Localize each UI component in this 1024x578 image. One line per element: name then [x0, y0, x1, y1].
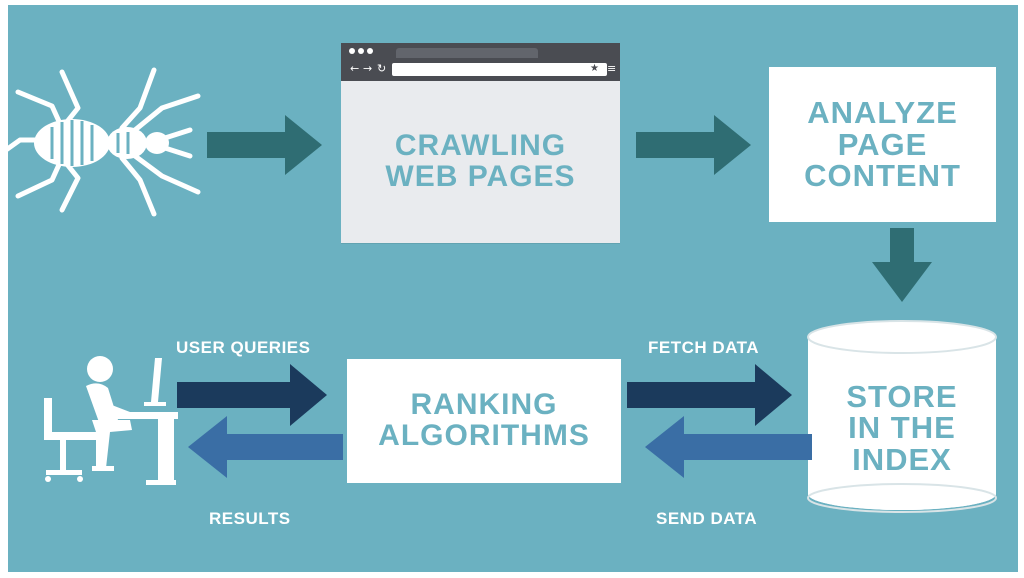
browser-chrome: ← → ↻ ★ ≡ [341, 43, 620, 81]
arrow-results [188, 416, 343, 478]
arrow-analyze-to-store [872, 228, 932, 302]
back-arrow-icon: ← [350, 62, 360, 75]
window-dot-icon [358, 48, 364, 54]
arrow-crawler-to-crawling [207, 115, 322, 175]
star-icon: ★ [590, 63, 599, 74]
forward-arrow-icon: → [363, 62, 373, 75]
user-queries-label: USER QUERIES [176, 338, 311, 357]
reload-icon: ↻ [377, 62, 387, 75]
ranking-algorithms-box: RANKING ALGORITHMS [347, 359, 621, 483]
browser-tab [396, 48, 538, 58]
window-dot-icon [349, 48, 355, 54]
browser-window-icon: ← → ↻ ★ ≡ CRAWLING WEB PAGES [341, 43, 620, 243]
fetch-data-label: FETCH DATA [648, 338, 760, 357]
arrow-fetch-data [627, 364, 792, 426]
window-dot-icon [367, 48, 373, 54]
send-data-label: SEND DATA [656, 509, 758, 528]
address-bar [392, 63, 607, 76]
crawling-web-pages-label: CRAWLING WEB PAGES [385, 129, 576, 193]
arrow-crawling-to-analyze [636, 115, 751, 175]
arrow-send-data [645, 416, 812, 478]
store-in-the-index-label: STORE IN THE INDEX [846, 378, 958, 477]
results-label: RESULTS [209, 509, 291, 528]
arrow-user-queries [177, 364, 327, 426]
menu-icon: ≡ [607, 62, 617, 75]
analyze-page-content-box: ANALYZE PAGE CONTENT [769, 67, 996, 222]
